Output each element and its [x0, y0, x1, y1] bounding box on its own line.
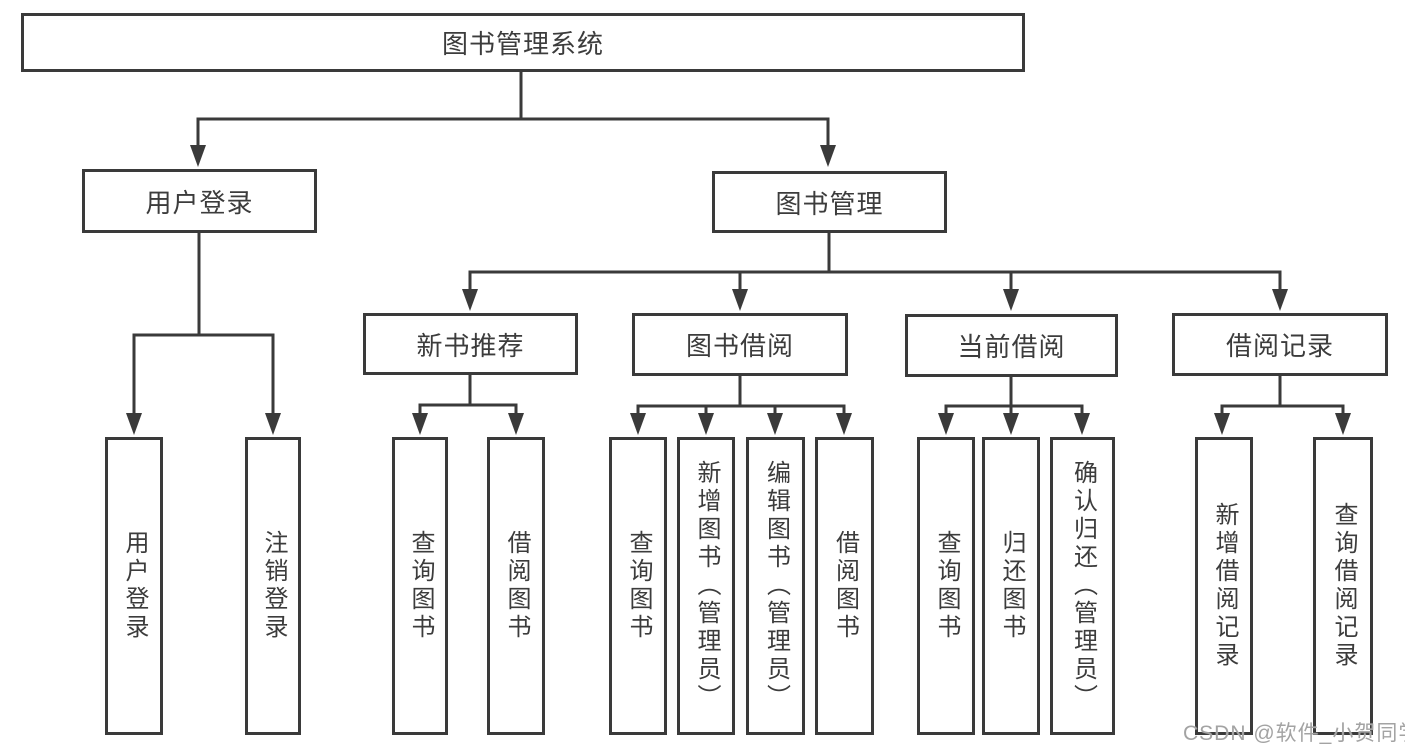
leaf-label: 注销登录 [260, 530, 287, 642]
node-label: 当前借阅 [957, 332, 1066, 362]
arrowhead [698, 413, 714, 435]
leaf-confirm-return-admin: 确认归还（管理员） [1050, 437, 1115, 735]
connector-root-to-level2 [190, 70, 836, 167]
leaf-label: 查询图书 [625, 530, 652, 642]
node-label: 新书推荐 [416, 330, 525, 361]
leaf-label: 编辑图书（管理员） [762, 460, 790, 712]
arrowhead [1003, 413, 1019, 435]
connector-newbook-to-leaves [412, 373, 524, 435]
connector-bookmgmt-to-level3 [462, 231, 1288, 311]
arrowhead [190, 145, 206, 167]
node-label: 用户登录 [145, 187, 254, 218]
node-user-login: 用户登录 [82, 169, 317, 233]
arrowhead [630, 413, 646, 435]
node-label: 图书管理系统 [441, 29, 604, 59]
node-label: 图书借阅 [685, 331, 794, 361]
leaf-query-books-borrowing: 查询图书 [609, 437, 667, 735]
leaf-label: 借阅图书 [503, 530, 530, 642]
leaf-label: 用户登录 [121, 530, 148, 642]
connector-bookborrow-to-leaves [630, 374, 852, 435]
leaf-label: 确认归还（管理员） [1069, 460, 1097, 712]
watermark-text: CSDN @软件_小贺同学 [1183, 722, 1405, 745]
arrowhead [265, 413, 281, 435]
arrowhead [1335, 413, 1351, 435]
leaf-label: 查询图书 [407, 530, 434, 642]
leaf-query-books-current: 查询图书 [917, 437, 975, 735]
leaf-query-borrow-record: 查询借阅记录 [1313, 437, 1373, 735]
arrowhead [767, 413, 783, 435]
arrowhead [836, 413, 852, 435]
node-borrowing-records: 借阅记录 [1172, 313, 1388, 376]
connector-currentborrow-to-leaves [938, 375, 1090, 435]
node-book-borrowing: 图书借阅 [632, 313, 848, 376]
leaf-label: 新增图书（管理员） [693, 460, 720, 712]
leaf-label: 查询图书 [933, 530, 960, 642]
arrowhead [126, 413, 142, 435]
arrowhead [412, 413, 428, 435]
connector-userlogin-to-leaves [126, 231, 281, 435]
node-current-borrowing: 当前借阅 [905, 314, 1118, 377]
arrowhead [1074, 413, 1090, 435]
leaf-query-books-recommend: 查询图书 [392, 437, 448, 735]
leaf-label: 借阅图书 [831, 530, 859, 642]
connector-borrowrecords-to-leaves [1214, 374, 1351, 435]
arrowhead [732, 289, 748, 311]
leaf-label: 新增借阅记录 [1211, 502, 1238, 670]
leaf-add-borrow-record: 新增借阅记录 [1195, 437, 1253, 735]
arrowhead [1272, 289, 1288, 311]
arrowhead [938, 413, 954, 435]
leaf-add-books-admin: 新增图书（管理员） [677, 437, 735, 735]
leaf-label: 查询借阅记录 [1330, 502, 1357, 670]
node-book-management: 图书管理 [712, 171, 947, 233]
leaf-label: 归还图书 [998, 530, 1025, 642]
node-new-book-recommendation: 新书推荐 [363, 313, 578, 375]
arrowhead [462, 289, 478, 311]
leaf-user-login: 用户登录 [105, 437, 163, 735]
arrowhead [508, 413, 524, 435]
leaf-borrow-books-borrowing: 借阅图书 [815, 437, 874, 735]
leaf-logout: 注销登录 [245, 437, 301, 735]
arrowhead [820, 145, 836, 167]
node-library-system: 图书管理系统 [21, 13, 1025, 72]
leaf-edit-books-admin: 编辑图书（管理员） [746, 437, 805, 735]
arrowhead [1214, 413, 1230, 435]
node-label: 借阅记录 [1225, 331, 1334, 361]
leaf-borrow-books-recommend: 借阅图书 [487, 437, 545, 735]
arrowhead [1003, 289, 1019, 311]
leaf-return-books: 归还图书 [982, 437, 1040, 735]
node-label: 图书管理 [775, 188, 884, 219]
